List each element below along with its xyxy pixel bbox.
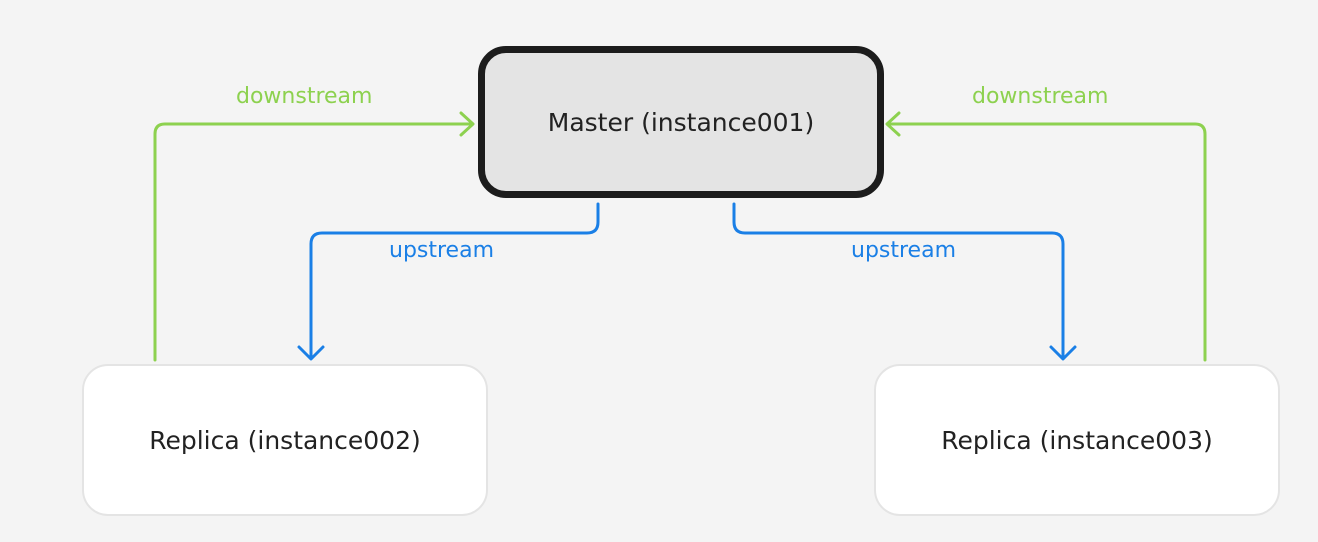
upstream-left-arrowhead	[297, 345, 325, 361]
master-node-label: Master (instance001)	[547, 107, 815, 137]
replica-node-label: Replica (instance002)	[149, 425, 421, 455]
upstream-left-label: upstream	[389, 238, 495, 263]
upstream-right-arrowhead	[1049, 345, 1077, 361]
master-node: Master (instance001)	[478, 46, 884, 198]
downstream-left-label: downstream	[236, 84, 373, 109]
replica-node-label: Replica (instance003)	[941, 425, 1213, 455]
replica-node-instance003: Replica (instance003)	[874, 364, 1280, 516]
downstream-left-arrowhead	[459, 111, 475, 137]
downstream-left-line	[153, 122, 474, 362]
upstream-left-line	[309, 202, 600, 360]
upstream-right-line	[732, 202, 1065, 360]
upstream-right-label: upstream	[851, 238, 957, 263]
downstream-right-arrowhead	[885, 111, 901, 137]
replica-node-instance002: Replica (instance002)	[82, 364, 488, 516]
downstream-right-label: downstream	[972, 84, 1109, 109]
downstream-right-line	[886, 122, 1207, 362]
